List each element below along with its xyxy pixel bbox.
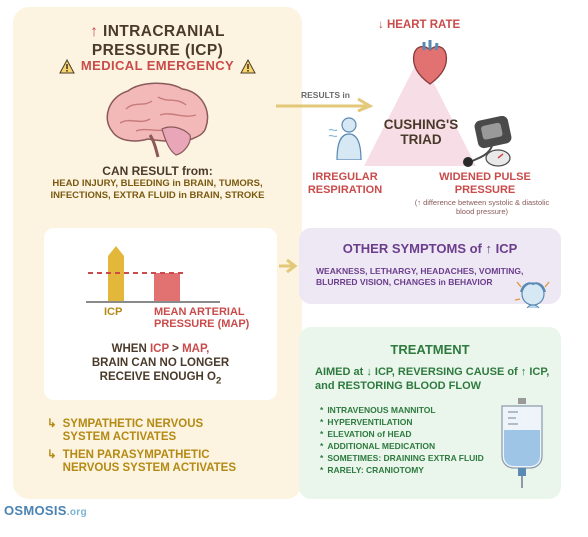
- sick-person-icon: [514, 281, 550, 309]
- treatment-list: *INTRAVENOUS MANNITOL *HYPERVENTILATION …: [320, 404, 500, 476]
- when-icp-exceeds-map-text: WHEN ICP > MAP, BRAIN CAN NO LONGER RECE…: [44, 342, 277, 388]
- list-item: *HYPERVENTILATION: [320, 416, 500, 428]
- treatment-aim: AIMED at ↓ ICP, REVERSING CAUSE of ↑ ICP…: [315, 366, 550, 392]
- bullet: *: [320, 441, 324, 451]
- treatment-item: HYPERVENTILATION: [327, 417, 413, 427]
- icp-map-bars: [86, 246, 220, 303]
- map-label: MEAN ARTERIAL PRESSURE (MAP): [154, 306, 250, 330]
- up-arrow-icon: ↑: [90, 23, 99, 40]
- oxygen-subscript: 2: [215, 375, 222, 387]
- result-sympathetic: ↳ SYMPATHETIC NERVOUS SYSTEM ACTIVATES: [47, 418, 223, 444]
- causes-text: HEAD INJURY, BLEEDING in BRAIN, TUMORS, …: [50, 178, 265, 201]
- page-title: ↑ INTRACRANIAL PRESSURE (ICP): [13, 22, 302, 60]
- result-text: SYMPATHETIC NERVOUS SYSTEM ACTIVATES: [62, 418, 204, 443]
- bullet: *: [320, 465, 324, 475]
- hook-arrow-icon: ↳: [47, 449, 57, 461]
- hook-arrow-icon: ↳: [47, 418, 57, 430]
- treatment-item: ELEVATION of HEAD: [327, 429, 412, 439]
- results-in-label: RESULTS in: [301, 90, 350, 100]
- up-arrow-icon: [108, 246, 124, 256]
- arrow-icon: [276, 97, 374, 112]
- other-symptoms-title: OTHER SYMPTOMS of ↑ ICP: [342, 241, 518, 256]
- list-item: *ELEVATION of HEAD: [320, 428, 500, 440]
- list-item: *INTRAVENOUS MANNITOL: [320, 404, 500, 416]
- warning-icon: [240, 59, 256, 74]
- bullet: *: [320, 429, 324, 439]
- other-symptoms-panel: [299, 228, 561, 304]
- bullet: *: [320, 453, 324, 463]
- icp-term: ICP: [149, 343, 169, 355]
- map-term: MAP,: [182, 343, 210, 355]
- treatment-item: RARELY: CRANIOTOMY: [327, 465, 424, 475]
- can-result-title: CAN RESULT from:: [102, 164, 213, 178]
- logo-name: OSMOSIS: [4, 503, 67, 518]
- greater-than: >: [172, 343, 179, 355]
- emergency-label: MEDICAL EMERGENCY: [80, 58, 235, 73]
- treatment-item: SOMETIMES: DRAINING EXTRA FLUID: [327, 453, 484, 463]
- when-line-2: BRAIN CAN NO LONGER: [91, 357, 230, 369]
- logo-suffix: .org: [66, 507, 87, 518]
- heart-icon: [412, 40, 448, 85]
- blood-pressure-cuff-icon: [463, 116, 512, 167]
- list-item: *ADDITIONAL MEDICATION: [320, 440, 500, 452]
- widened-pulse-pressure-label: WIDENED PULSE PRESSURE: [439, 171, 531, 196]
- list-item: *SOMETIMES: DRAINING EXTRA FLUID: [320, 452, 500, 464]
- when-word: WHEN: [111, 343, 147, 355]
- treatment-item: ADDITIONAL MEDICATION: [327, 441, 436, 451]
- icp-bar: [108, 256, 124, 301]
- triad-triangle: [364, 56, 476, 166]
- result-parasympathetic: ↳ THEN PARASYMPATHETIC NERVOUS SYSTEM ACT…: [47, 449, 263, 475]
- icp-label: ICP: [104, 306, 123, 318]
- emergency-banner: MEDICAL EMERGENCY: [13, 58, 302, 74]
- warning-icon: [59, 59, 75, 74]
- arrow-icon: [279, 258, 298, 274]
- when-line-3: RECEIVE ENOUGH O: [99, 371, 216, 383]
- other-symptoms-text: WEAKNESS, LETHARGY, HEADACHES, VOMITING,…: [316, 266, 524, 287]
- brain-icon: [106, 82, 209, 158]
- map-bar: [154, 273, 180, 301]
- bullet: *: [320, 417, 324, 427]
- osmosis-logo: OSMOSIS.org: [4, 503, 87, 518]
- heart-rate-label: ↓ HEART RATE: [378, 19, 461, 31]
- list-item: *RARELY: CRANIOTOMY: [320, 464, 500, 476]
- widened-pulse-pressure-note: (↑ difference between systolic & diastol…: [414, 198, 550, 216]
- result-text: THEN PARASYMPATHETIC NERVOUS SYSTEM ACTI…: [62, 449, 237, 474]
- iv-bag-icon: [501, 398, 543, 488]
- treatment-item: INTRAVENOUS MANNITOL: [327, 405, 436, 415]
- icp-vs-map-card: [44, 228, 277, 400]
- lungs-person-icon: [328, 117, 362, 160]
- bullet: *: [320, 405, 324, 415]
- treatment-title: TREATMENT: [390, 342, 470, 357]
- title-line-1: INTRACRANIAL: [102, 23, 225, 40]
- title-line-2: PRESSURE (ICP): [91, 42, 224, 59]
- irregular-respiration-label: IRREGULAR RESPIRATION: [307, 171, 383, 196]
- cushings-triad-title: CUSHING'S TRIAD: [383, 117, 459, 147]
